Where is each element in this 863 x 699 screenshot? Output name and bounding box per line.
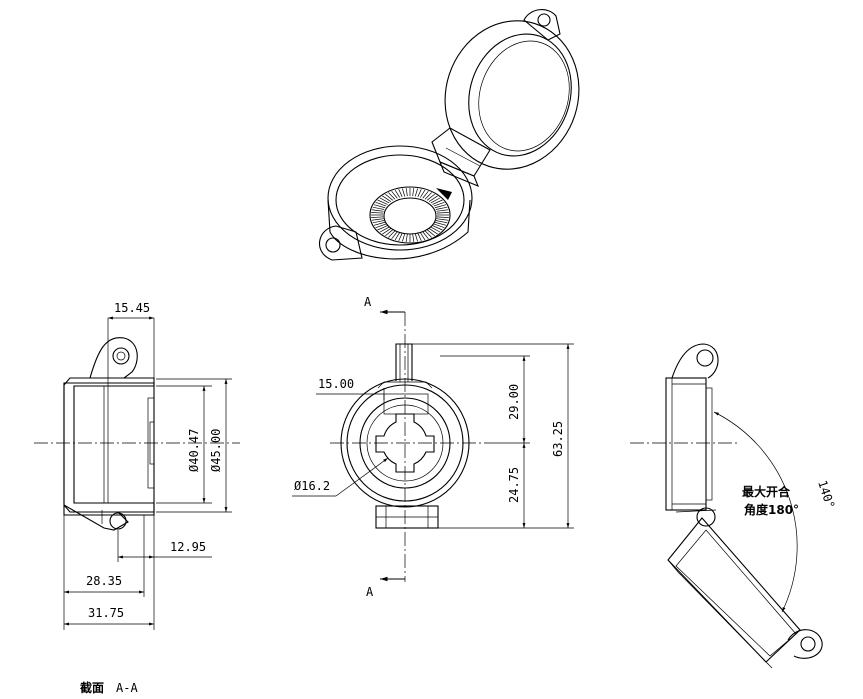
hinge-block bbox=[431, 127, 491, 177]
base-tab bbox=[318, 225, 363, 261]
dim-63-25: 63.25 bbox=[551, 421, 565, 457]
top-tab bbox=[671, 343, 719, 379]
base-inner-rim bbox=[335, 154, 465, 246]
dim-15-00: 15.00 bbox=[318, 377, 354, 391]
lid-inner-rim bbox=[468, 33, 572, 157]
section-caption-cn: 截面 bbox=[80, 680, 104, 695]
side-view-right-open: 140° 最大开合 角度180° bbox=[630, 343, 837, 669]
lid-tab-hole bbox=[800, 636, 816, 652]
section-hatch bbox=[63, 377, 155, 513]
lid-face bbox=[478, 40, 570, 152]
section-label-top: A bbox=[364, 295, 372, 309]
dim-29-00: 29.00 bbox=[507, 384, 521, 420]
lid-tab bbox=[523, 9, 561, 41]
top-tab bbox=[89, 337, 138, 379]
lock-marker bbox=[436, 188, 452, 200]
dim-24-75: 24.75 bbox=[507, 467, 521, 503]
hinge-pin bbox=[109, 512, 127, 530]
section-label-bottom: A bbox=[366, 585, 374, 599]
front-view-center: A A 15.00 Ø16.2 bbox=[292, 295, 574, 599]
button-opening bbox=[383, 197, 437, 235]
base-outer-rim bbox=[327, 145, 473, 251]
dim-45-00: Ø45.00 bbox=[209, 429, 223, 472]
open-lid bbox=[667, 517, 801, 663]
section-caption-id: A-A bbox=[116, 681, 138, 695]
serrated-ring bbox=[371, 188, 449, 242]
top-tab bbox=[395, 343, 413, 381]
dim-15-45: 15.45 bbox=[114, 301, 150, 315]
dim-16-2: Ø16.2 bbox=[294, 479, 330, 493]
outer-circle bbox=[340, 378, 470, 508]
dim-31-75: 31.75 bbox=[88, 606, 124, 620]
isometric-view bbox=[318, 9, 580, 261]
lid-outer-rim bbox=[444, 20, 580, 170]
dim-28-35: 28.35 bbox=[86, 574, 122, 588]
note-line-2: 角度180° bbox=[744, 502, 799, 517]
lid-tab-hole bbox=[537, 13, 551, 27]
angle-arc bbox=[713, 411, 798, 613]
dim-40-47: Ø40.47 bbox=[187, 429, 201, 472]
keyed-opening bbox=[375, 413, 435, 473]
base-tab-hole bbox=[325, 237, 341, 253]
dim-140: 140° bbox=[815, 479, 837, 511]
section-view-left: 15.45 Ø40.47 Ø45.00 12.95 28.35 31.75 bbox=[34, 301, 240, 630]
dim-12-95: 12.95 bbox=[170, 540, 206, 554]
note-line-1: 最大开合 bbox=[742, 484, 791, 499]
